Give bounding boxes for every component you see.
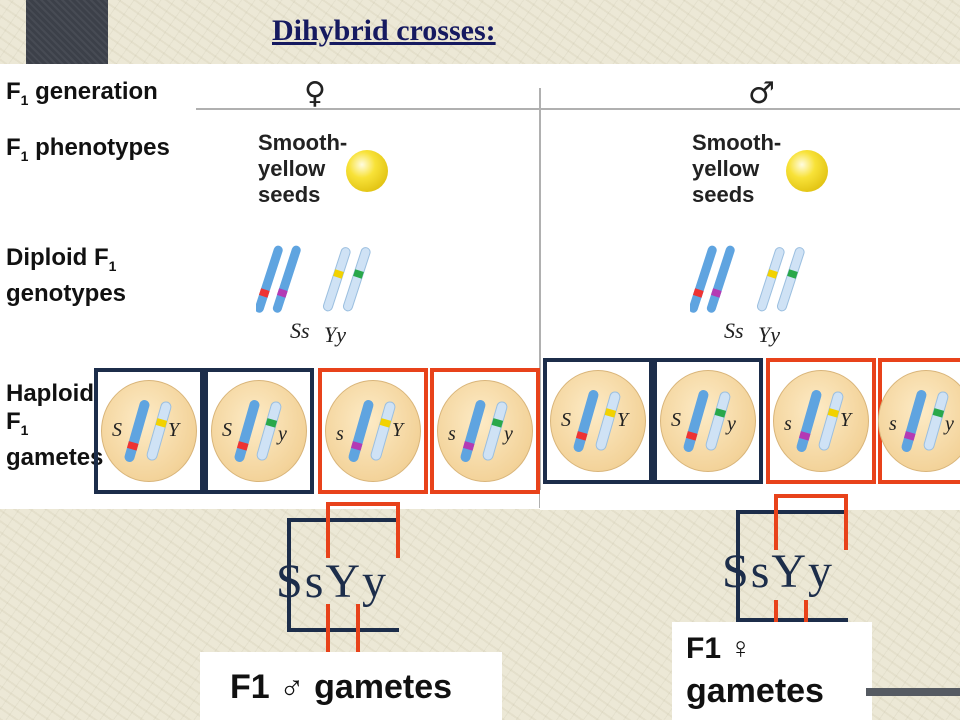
male-pea-icon (786, 150, 828, 192)
gamete-allele-1: S (222, 419, 232, 441)
header-divider (196, 108, 960, 110)
gamete-allele-2: y (727, 413, 736, 435)
left-caption-box: F1 ♂ gametes (200, 652, 502, 720)
corner-decoration (26, 0, 108, 64)
left-genotype: SsYy (276, 555, 389, 608)
gamete-allele-2: Y (168, 419, 180, 441)
gamete-allele-1: S (112, 419, 122, 441)
female-genotype-yy: Yy (324, 322, 346, 347)
male-gamete-box: S y (653, 358, 763, 484)
row-label-phenotypes: F1 phenotypes (6, 134, 170, 164)
male-gamete-box: s Y (766, 358, 876, 484)
gamete-cell: S y (211, 380, 307, 482)
gamete-allele-1: S (561, 409, 571, 431)
right-navy-bracket (736, 510, 848, 622)
gamete-allele-1: s (336, 423, 344, 445)
female-chromosomes-icon (256, 245, 371, 313)
column-divider (539, 88, 541, 508)
gamete-cell: S y (660, 370, 756, 472)
female-gamete-box: s y (430, 368, 540, 494)
gamete-allele-2: Y (840, 409, 852, 431)
female-gamete-box: S Y (94, 368, 204, 494)
figure-panel-extension (540, 490, 960, 510)
male-chromosomes-icon (690, 245, 805, 313)
female-phenotype: Smooth- yellow seeds (258, 130, 348, 207)
gamete-cell: s Y (773, 370, 869, 472)
gamete-allele-2: y (278, 423, 287, 445)
gamete-allele-1: s (448, 423, 456, 445)
row-label-genotypes: Diploid F1 genotypes (6, 244, 127, 307)
row-label-gametes: Haploid F1 gametes (6, 380, 104, 471)
right-caption-line1: F1 ♀ (686, 632, 752, 665)
female-symbol-icon: ♀ (304, 76, 326, 111)
row-label-generation: F1 generation (6, 78, 158, 108)
right-orange-bracket-top (774, 494, 848, 550)
left-navy-bracket (287, 518, 399, 632)
decorative-bar (866, 688, 960, 696)
male-genotype-yy: Yy (758, 322, 780, 347)
gamete-allele-1: s (784, 413, 792, 435)
gamete-cell: S Y (101, 380, 197, 482)
left-caption: F1 ♂ gametes (230, 668, 453, 706)
female-gamete-box: s Y (318, 368, 428, 494)
right-genotype: SsYy (722, 545, 835, 598)
slide-title: Dihybrid crosses: (272, 14, 496, 47)
left-orange-bracket-top (326, 502, 400, 558)
gamete-allele-2: y (504, 423, 513, 445)
gamete-cell: s y (437, 380, 533, 482)
gamete-allele-1: S (671, 409, 681, 431)
male-phenotype: Smooth- yellow seeds (692, 130, 782, 207)
male-gamete-box: s y (878, 358, 960, 484)
right-caption-line2: gametes (686, 672, 824, 710)
gamete-cell: s y (878, 370, 960, 472)
male-symbol-icon: ♂ (748, 76, 775, 111)
male-genotype-ss: Ss (724, 318, 744, 343)
gamete-allele-2: Y (392, 419, 404, 441)
gamete-cell: S Y (550, 370, 646, 472)
gamete-allele-2: y (945, 413, 954, 435)
gamete-allele-2: Y (617, 409, 629, 431)
male-gamete-box: S Y (543, 358, 653, 484)
right-caption-box: F1 ♀ gametes (672, 622, 872, 720)
gamete-allele-1: s (889, 413, 897, 435)
female-pea-icon (346, 150, 388, 192)
female-genotype-ss: Ss (290, 318, 310, 343)
female-gamete-box: S y (204, 368, 314, 494)
gamete-cell: s Y (325, 380, 421, 482)
